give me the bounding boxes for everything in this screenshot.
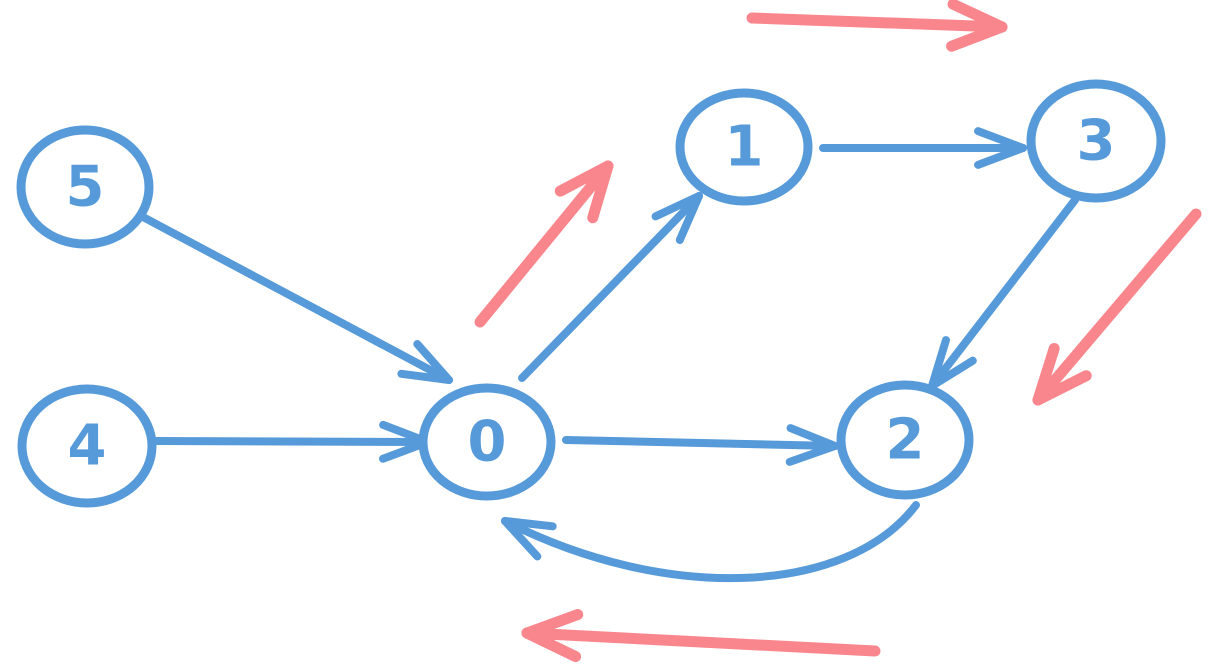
edge-0-2: [562, 424, 839, 466]
direction-arrow-line: [1032, 208, 1202, 406]
node-0: 0: [418, 383, 556, 501]
direction-arrowhead: [1032, 370, 1092, 406]
edge-1-3: [819, 127, 1027, 169]
node-circle-4: [17, 384, 157, 508]
node-label-5: 5: [66, 155, 105, 220]
node-label-3: 3: [1077, 109, 1116, 174]
edge-line: [518, 192, 703, 382]
direction-arrow-line: [474, 160, 614, 328]
node-circle-2: [836, 380, 974, 500]
edge-arrowhead: [928, 336, 950, 390]
direction-arrow-line: [521, 627, 881, 657]
node-2: 2: [836, 380, 974, 500]
edge-arrowhead: [785, 442, 839, 466]
edge-line: [139, 213, 453, 384]
node-circle-1: [675, 88, 813, 206]
node-label-4: 4: [68, 414, 107, 479]
edge-arrowhead: [786, 424, 839, 450]
edge-arrowhead: [501, 517, 557, 531]
edge-arrowhead: [501, 517, 542, 561]
edge-arrowhead: [974, 127, 1027, 152]
node-4: 4: [17, 384, 157, 508]
edge-arrowhead: [651, 192, 703, 221]
node-5: 5: [16, 125, 154, 249]
edge-line: [928, 196, 1079, 390]
edge-line: [501, 501, 920, 583]
annotation-arrows-layer: [474, 0, 1202, 663]
edge-0-1: [518, 192, 703, 382]
direction-arrowhead: [521, 609, 584, 639]
node-label-2: 2: [886, 408, 925, 473]
edge-2-0: [501, 501, 920, 583]
node-1: 1: [675, 88, 813, 206]
direction-arrowhead: [1032, 342, 1060, 406]
edge-arrowhead: [675, 192, 703, 244]
edge-arrowhead: [397, 369, 453, 384]
direction-arrowhead: [947, 0, 1008, 33]
node-circle-5: [16, 125, 154, 249]
node-3: 3: [1026, 79, 1166, 203]
edges-layer: [139, 127, 1079, 583]
direction-arrowhead: [521, 627, 582, 663]
node-label-1: 1: [725, 115, 764, 180]
node-circle-3: [1026, 79, 1166, 203]
node-label-0: 0: [468, 410, 507, 475]
direction-arrow-right: [746, 0, 1008, 52]
edge-line: [152, 437, 432, 446]
direction-arrow-line: [746, 12, 1008, 33]
edge-arrowhead: [413, 339, 453, 384]
direction-arrow-left: [521, 609, 881, 663]
direction-arrow-down-left: [1032, 208, 1202, 406]
direction-arrowhead: [946, 21, 1008, 52]
edge-4-0: [152, 420, 432, 463]
edge-3-2: [928, 196, 1079, 390]
edge-arrowhead: [974, 144, 1027, 169]
direction-arrow-up-right: [474, 160, 614, 328]
edge-5-0: [139, 213, 453, 384]
node-circle-0: [418, 383, 556, 501]
edge-line: [562, 436, 839, 450]
direction-arrowhead: [587, 160, 614, 224]
edge-arrowhead: [928, 356, 977, 390]
nodes-layer: 5 4 0 1 3 2: [16, 79, 1166, 508]
direction-arrowhead: [554, 160, 614, 197]
